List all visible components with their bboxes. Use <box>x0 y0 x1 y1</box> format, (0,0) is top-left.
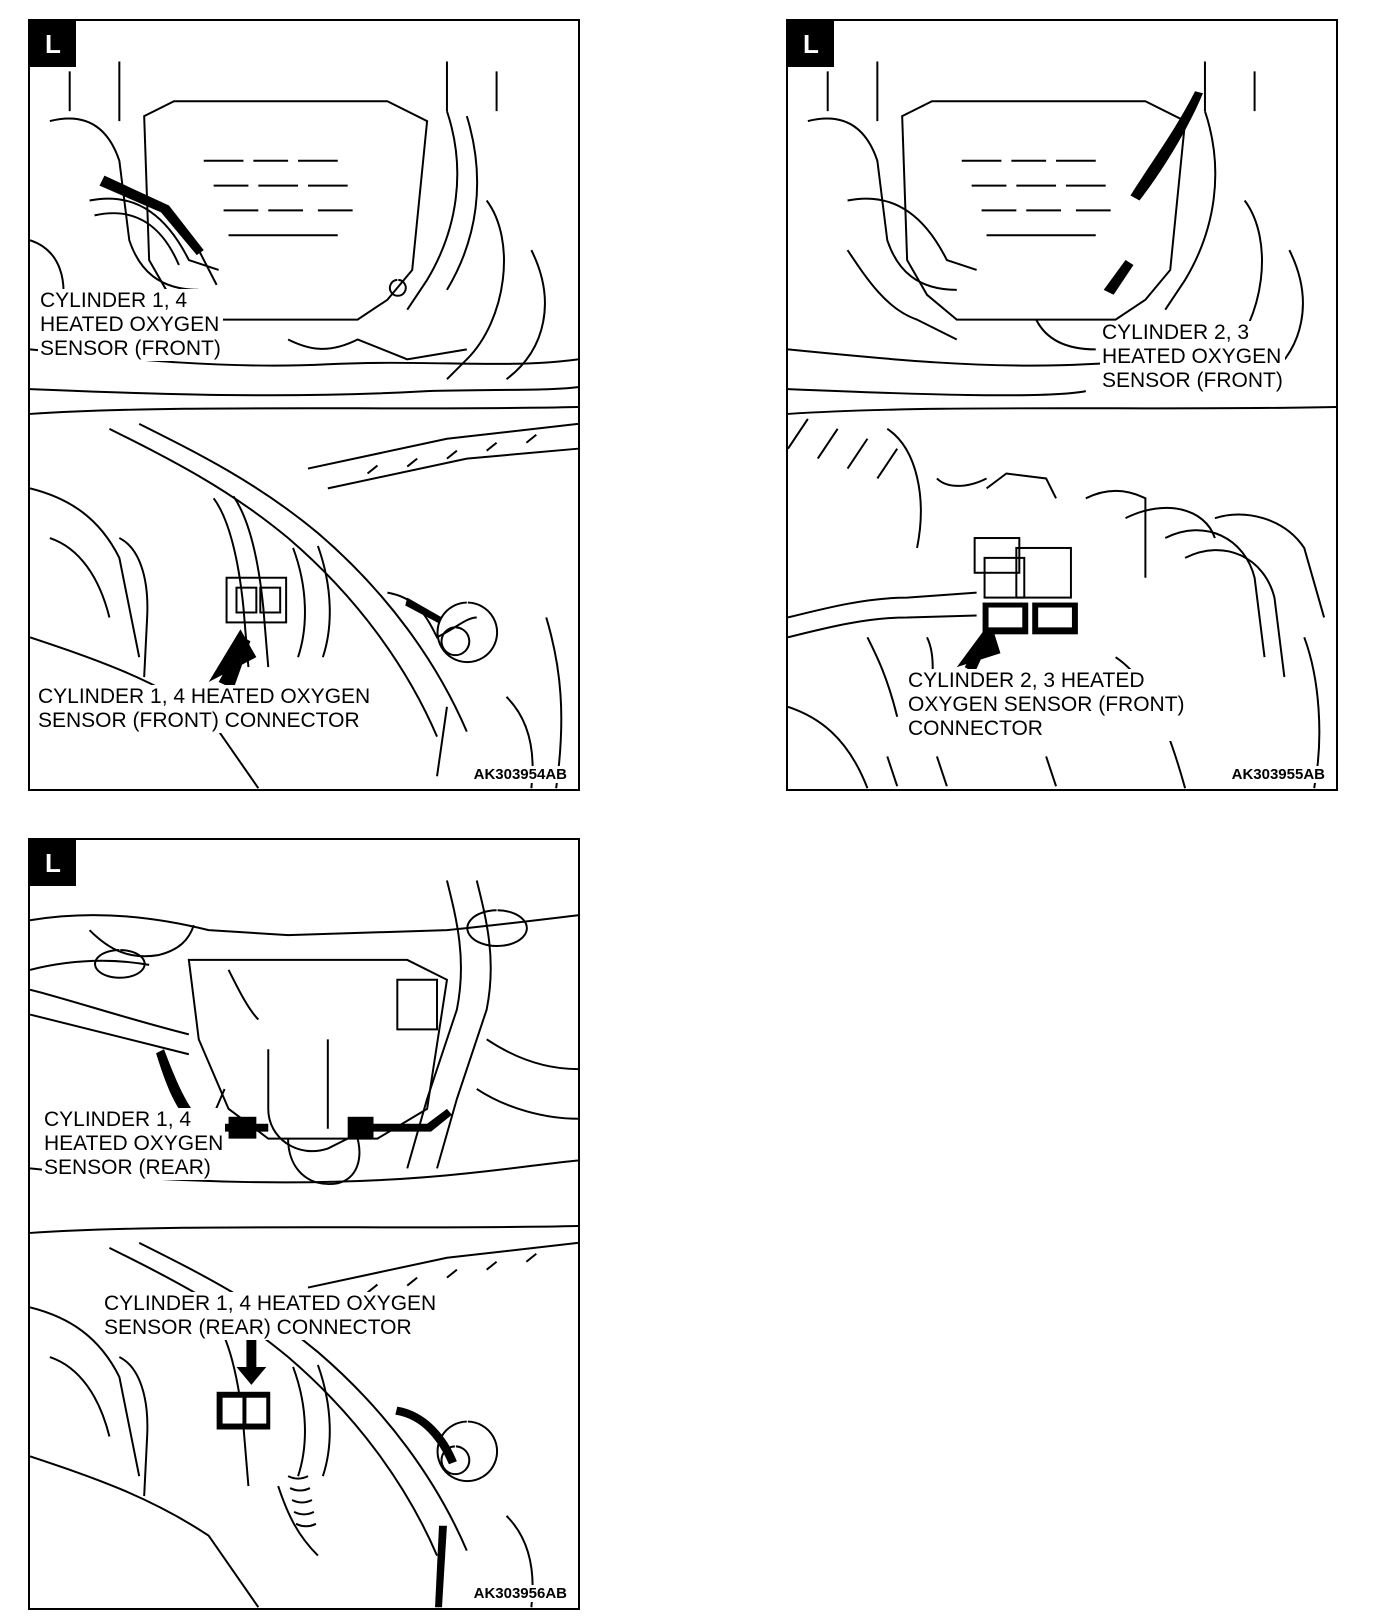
callout-line: OXYGEN SENSOR (FRONT) <box>908 693 1185 716</box>
callout-line: CYLINDER 1, 4 <box>40 289 188 312</box>
figure-id: AK303956AB <box>470 1585 570 1602</box>
callout-line: CYLINDER 2, 3 HEATED <box>908 669 1145 692</box>
callout-line: SENSOR (REAR) CONNECTOR <box>104 1316 412 1339</box>
callout-sensor: CYLINDER 1, 4 HEATED OXYGEN SENSOR (REAR… <box>42 1108 226 1180</box>
panel-cyl14-front: L CYLINDER 1, 4 HEATED OXYGEN SENSOR (FR… <box>28 19 580 791</box>
callout-line: HEATED OXYGEN <box>44 1132 224 1155</box>
view-label-badge: L <box>30 840 76 886</box>
callout-connector: CYLINDER 1, 4 HEATED OXYGEN SENSOR (REAR… <box>102 1292 439 1340</box>
panel-cyl14-rear: L CYLINDER 1, 4 HEATED OXYGEN SENSOR (RE… <box>28 838 580 1610</box>
panel-cyl23-front: L CYLINDER 2, 3 HEATED OXYGEN SENSOR (FR… <box>786 19 1338 791</box>
callout-sensor: CYLINDER 1, 4 HEATED OXYGEN SENSOR (FRON… <box>38 289 223 361</box>
callout-line: HEATED OXYGEN <box>1102 345 1282 368</box>
view-label-badge: L <box>30 21 76 67</box>
callout-line: SENSOR (FRONT) CONNECTOR <box>38 709 360 732</box>
callout-line: SENSOR (FRONT) <box>1102 369 1283 392</box>
callout-line: HEATED OXYGEN <box>40 313 220 336</box>
callout-line: CONNECTOR <box>908 717 1043 740</box>
figure-id: AK303955AB <box>1228 766 1328 783</box>
engine-illustration <box>30 880 578 1608</box>
callout-line: CYLINDER 1, 4 HEATED OXYGEN <box>104 1292 437 1315</box>
figure-id: AK303954AB <box>470 766 570 783</box>
callout-line: SENSOR (FRONT) <box>40 337 221 360</box>
callout-line: CYLINDER 2, 3 <box>1102 321 1250 344</box>
engine-illustration <box>30 61 578 789</box>
callout-sensor: CYLINDER 2, 3 HEATED OXYGEN SENSOR (FRON… <box>1100 321 1285 393</box>
view-label-badge: L <box>788 21 834 67</box>
callout-connector: CYLINDER 1, 4 HEATED OXYGEN SENSOR (FRON… <box>36 685 373 733</box>
callout-line: CYLINDER 1, 4 <box>44 1108 192 1131</box>
callout-connector: CYLINDER 2, 3 HEATED OXYGEN SENSOR (FRON… <box>906 669 1187 741</box>
callout-line: CYLINDER 1, 4 HEATED OXYGEN <box>38 685 371 708</box>
callout-line: SENSOR (REAR) <box>44 1156 211 1179</box>
